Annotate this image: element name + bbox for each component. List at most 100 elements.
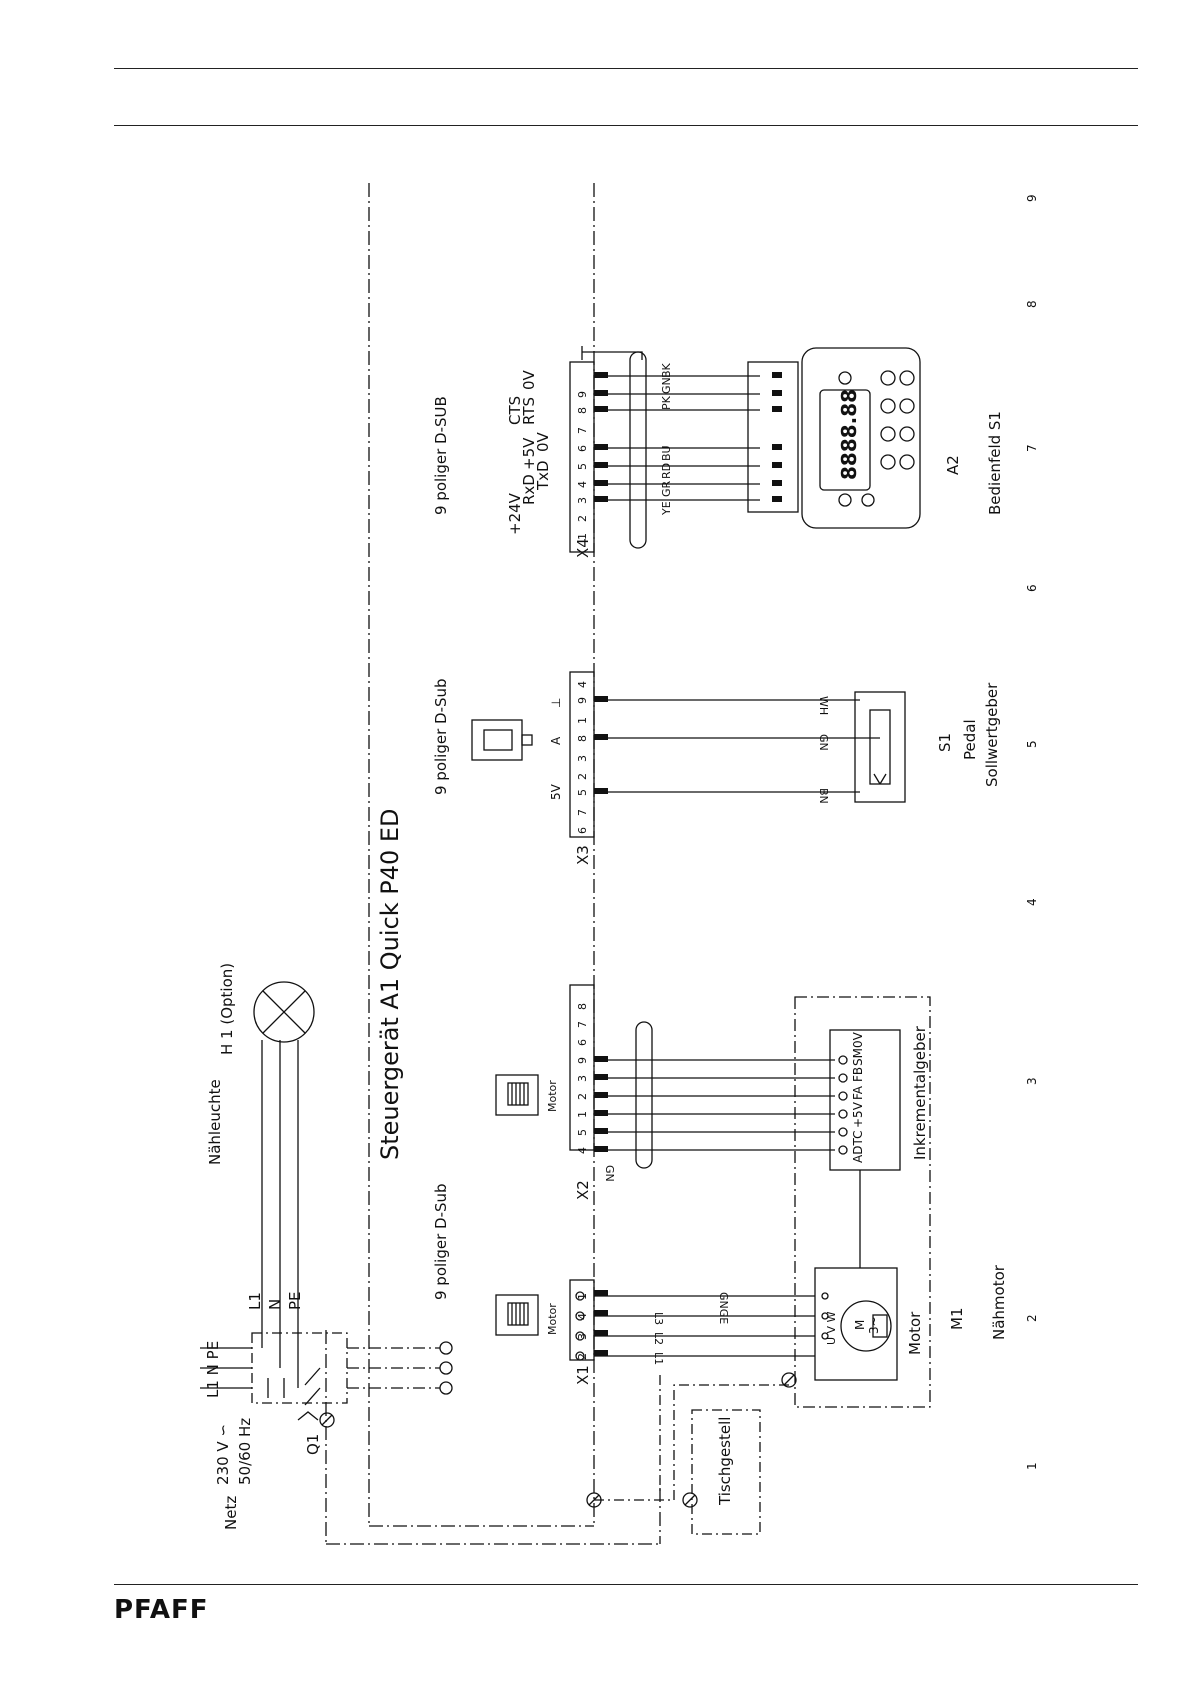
x3-pin-8: 8 — [576, 735, 589, 742]
x4-wire-bk: BK — [660, 362, 673, 378]
motor-symbol-bottom: 3~ — [867, 1316, 881, 1334]
encoder-signal-fa: FA — [851, 1085, 865, 1100]
x2-pin-7: 7 — [576, 1021, 589, 1028]
x4-signal-24v: +24V — [506, 492, 524, 535]
footer-rule — [114, 1584, 1138, 1585]
x4-pin-7: 7 — [576, 427, 589, 434]
panel-display: 8888.88 — [837, 389, 861, 480]
grid-9: 9 — [1025, 194, 1039, 202]
x1-wire-l3: L3 — [652, 1312, 665, 1325]
x3-plug-label: 9 poliger D-Sub — [432, 678, 450, 795]
x3-signal-5v: 5V — [549, 783, 563, 800]
x4-pin-5: 5 — [576, 463, 589, 470]
x4-plug-label: 9 poliger D-SUB — [432, 396, 450, 515]
x3-signal-a: A — [549, 736, 563, 745]
x4-wire-gr: GR — [660, 480, 673, 497]
x3-pin-5: 5 — [576, 789, 589, 796]
x4-signal-5v: +5V — [520, 437, 538, 470]
encoder-signal-0v: 0V — [851, 1031, 865, 1048]
controller-title: Steuergerät A1 Quick P40 ED — [376, 808, 404, 1160]
x2-icon-label: Motor — [546, 1080, 559, 1112]
x1-pin-4: 4 — [576, 1313, 589, 1320]
x4-pin-3: 3 — [576, 497, 589, 504]
x4-wire-gn: GN — [660, 377, 673, 394]
table-frame — [594, 1375, 789, 1535]
x4-pin-1: 1 — [576, 533, 589, 540]
grid-3: 3 — [1025, 1077, 1039, 1085]
x2-pin-6: 6 — [576, 1039, 589, 1046]
x4-wire-bu: BU — [660, 445, 673, 461]
grid-4: 4 — [1025, 898, 1039, 906]
x3-pin-7: 7 — [576, 809, 589, 816]
mains-frequency: 50/60 Hz — [236, 1418, 254, 1485]
encoder-signal-fb: FB — [851, 1067, 865, 1082]
x3-wire-gn: GN — [817, 734, 830, 751]
x1-pin-3: 3 — [576, 1333, 589, 1340]
x3-signal-gnd: ⊥ — [549, 698, 563, 708]
x1-label: X1 — [574, 1365, 592, 1385]
x4-signal-cts: CTS — [506, 396, 524, 425]
mains-input — [200, 1332, 453, 1428]
panel-a2 — [747, 347, 921, 529]
x1-wire-l1: L1 — [652, 1352, 665, 1365]
x3-pin-6: 6 — [576, 827, 589, 834]
grid-1: 1 — [1025, 1462, 1039, 1470]
x4-wire-ye: YE — [660, 501, 673, 516]
x1-wire-l2: L2 — [652, 1332, 665, 1345]
motor-m1 — [781, 1267, 898, 1388]
x4-label: X4 — [574, 538, 592, 558]
x4-wire-pk: PK — [660, 395, 673, 410]
pedal-desc: Sollwertgeber — [983, 682, 1001, 787]
mains-switch: Q1 — [304, 1434, 322, 1455]
x3-label: X3 — [574, 845, 592, 865]
encoder-signal-adtc: ADTC — [851, 1131, 865, 1163]
x3-wire-bn: BN — [817, 788, 830, 804]
pedal-label: Pedal — [961, 719, 979, 760]
motor-desc: Nähmotor — [990, 1264, 1008, 1340]
x1-pin-2: 2 — [576, 1353, 589, 1360]
ground-symbols — [586, 1492, 698, 1508]
x2-pin-1: 1 — [576, 1111, 589, 1118]
x2-pin-3: 3 — [576, 1075, 589, 1082]
x2-pin-8: 8 — [576, 1003, 589, 1010]
x3-connector — [471, 671, 880, 838]
lamp-wire-pe: PE — [286, 1291, 304, 1310]
lamp-wire-l1: L1 — [246, 1292, 264, 1310]
x1-pin-1: 1 — [576, 1293, 589, 1300]
grid-2: 2 — [1025, 1314, 1039, 1322]
top-rule — [114, 68, 1138, 69]
x4-connector — [569, 346, 760, 553]
table-label: Tischgestell — [716, 1417, 734, 1506]
motor-terminals: U V W — [825, 1311, 838, 1345]
x4-pin-9: 9 — [576, 391, 589, 398]
panel-ref: A2 — [944, 455, 962, 475]
mains-label: Netz — [222, 1496, 240, 1530]
x2-pin-2: 2 — [576, 1093, 589, 1100]
x3-pin-4: 4 — [576, 681, 589, 688]
encoder-label: Inkrementalgeber — [911, 1025, 929, 1160]
motor-ref: M1 — [948, 1308, 966, 1331]
x3-pin-3: 3 — [576, 755, 589, 762]
panel-desc: Bedienfeld S1 — [986, 411, 1004, 515]
x2-connector — [495, 984, 835, 1169]
lamp-ref: H 1 (Option) — [218, 963, 236, 1055]
x2-label: X2 — [574, 1180, 592, 1200]
x4-signal-0v-b: 0V — [520, 369, 538, 390]
x3-pin-9: 9 — [576, 697, 589, 704]
motor-symbol-top: M — [853, 1320, 867, 1330]
x1-connector — [495, 1279, 815, 1361]
x3-pin-2: 2 — [576, 773, 589, 780]
x4-signal-rxd: RxD — [520, 474, 538, 505]
x4-signal-rts: RTS — [520, 397, 538, 425]
mains-terminals: L1 N PE — [204, 1341, 222, 1398]
lamp-wire-n: N — [266, 1299, 284, 1310]
grid-7: 7 — [1025, 444, 1039, 452]
grid-5: 5 — [1025, 740, 1039, 748]
lamp-label: Nähleuchte — [206, 1079, 224, 1165]
pedal-potentiometer — [854, 691, 906, 803]
x4-pin-4: 4 — [576, 481, 589, 488]
x2-pin-9: 9 — [576, 1057, 589, 1064]
x3-pin-1: 1 — [576, 717, 589, 724]
brand-logo: PFAFF — [114, 1595, 209, 1625]
